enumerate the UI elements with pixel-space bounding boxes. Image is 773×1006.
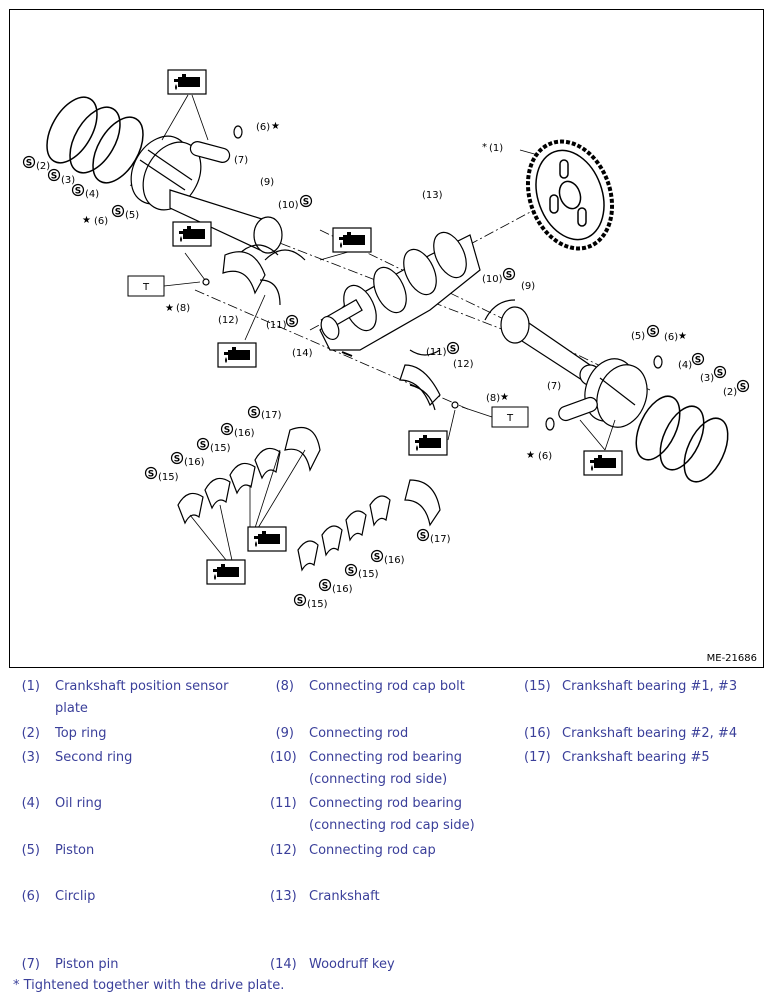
legend-text-16: Crankshaft bearing #2, #4: [562, 726, 738, 741]
legend-text-6: Circlip: [55, 889, 96, 904]
legend-num-6: (6): [21, 889, 40, 904]
piston-right: [545, 355, 663, 431]
callout-3-left: (3): [61, 175, 75, 186]
callout-16-d: (16): [332, 584, 353, 595]
star-8-left: ★: [165, 303, 174, 314]
callout-3-right: (3): [700, 373, 714, 384]
callout-10-right: (10): [482, 274, 503, 285]
legend-num-15: (15): [524, 679, 551, 694]
star-6-bottom: ★: [526, 450, 535, 461]
legend-num-5: (5): [21, 843, 40, 858]
crankshaft-bearings: [177, 426, 441, 572]
callout-11-right: (11): [426, 347, 447, 358]
legend-num-8: (8): [275, 679, 294, 694]
connecting-rod-right: [484, 299, 601, 386]
legend-text-15: Crankshaft bearing #1, #3: [562, 679, 738, 694]
legend-text-14: Woodruff key: [309, 957, 395, 972]
legend-text-13: Crankshaft: [309, 889, 380, 904]
star-8-right: ★: [500, 392, 509, 403]
legend-num-2: (2): [21, 726, 40, 741]
crankshaft-sensor-plate: [525, 139, 615, 251]
callout-7-left: (7): [234, 155, 248, 166]
callout-12-left: (12): [218, 315, 239, 326]
legend-num-4: (4): [21, 796, 40, 811]
legend-text-3: Second ring: [55, 750, 133, 765]
legend-text-12: Connecting rod cap: [309, 843, 436, 858]
legend-num-3: (3): [21, 750, 40, 765]
legend-text-10: Connecting rod bearing (connecting rod s…: [309, 750, 463, 787]
legend-text-9: Connecting rod: [309, 726, 409, 741]
callout-5-right: (5): [631, 331, 645, 342]
piston-rings-left: [46, 96, 144, 184]
callout-9-left: (9): [260, 177, 274, 188]
legend-text-1: Crankshaft position sensor plate: [55, 679, 229, 716]
callout-15-d: (15): [307, 599, 328, 610]
callout-7-right: (7): [547, 381, 561, 392]
callout-6-left: (6): [94, 216, 108, 227]
callout-17-left: (17): [261, 410, 282, 421]
callout-8-right: (8): [486, 393, 500, 404]
legend-text-11: Connecting rod bearing (connecting rod c…: [309, 796, 475, 833]
exploded-diagram: S: [9, 9, 764, 668]
callout-5-left: (5): [125, 210, 139, 221]
callout-15-b: (15): [158, 472, 179, 483]
asterisk-1: *: [482, 142, 487, 153]
legend-text-7: Piston pin: [55, 957, 119, 972]
legend-num-17: (17): [524, 750, 551, 765]
legend-num-11: (11): [270, 796, 297, 811]
legend-text-2: Top ring: [55, 726, 107, 741]
legend-num-1: (1): [21, 679, 40, 694]
legend-text-5: Piston: [55, 843, 95, 858]
figure-id: ME-21686: [706, 653, 757, 664]
legend-num-14: (14): [270, 957, 297, 972]
torque-box-right: T: [506, 413, 514, 424]
connecting-rod-cap-right: [399, 364, 459, 411]
star-6-right: ★: [678, 331, 687, 342]
legend-text-8: Connecting rod cap bolt: [309, 679, 465, 694]
legend-text-17: Crankshaft bearing #5: [562, 750, 710, 765]
legend-num-13: (13): [270, 889, 297, 904]
piston-pin-left: [189, 125, 243, 163]
callout-9-right: (9): [521, 281, 535, 292]
woodruff-key: [341, 351, 353, 357]
callout-14: (14): [292, 348, 313, 359]
legend-num-7: (7): [21, 957, 40, 972]
callout-15-a: (15): [210, 443, 231, 454]
callout-17-right: (17): [430, 534, 451, 545]
legend-num-10: (10): [270, 750, 297, 765]
callout-6-top: (6): [256, 122, 270, 133]
callout-2-right: (2): [723, 387, 737, 398]
callout-4-right: (4): [678, 360, 692, 371]
legend-num-9: (9): [275, 726, 294, 741]
callout-2-left: (2): [36, 161, 50, 172]
callout-4-left: (4): [85, 189, 99, 200]
footnote: * Tightened together with the drive plat…: [13, 978, 285, 993]
connecting-rod-left: [169, 189, 306, 261]
piston-rings-right: [635, 395, 729, 483]
callout-1: (1): [489, 143, 503, 154]
callout-12-right: (12): [453, 359, 474, 370]
legend-num-16: (16): [524, 726, 551, 741]
legend-num-12: (12): [270, 843, 297, 858]
diagram-drawing: S: [22, 69, 750, 610]
torque-box-left: T: [142, 282, 150, 293]
star-6-top: ★: [271, 121, 280, 132]
star-6-left: ★: [82, 215, 91, 226]
connecting-rod-cap-left: [202, 251, 281, 306]
callout-16-b: (16): [184, 457, 205, 468]
callout-10-left: (10): [278, 200, 299, 211]
callout-16-a: (16): [234, 428, 255, 439]
crankshaft: [319, 231, 481, 356]
callout-6-right: (6): [664, 332, 678, 343]
callout-13: (13): [422, 190, 443, 201]
legend-text-4: Oil ring: [55, 796, 103, 811]
callout-15-c: (15): [358, 569, 379, 580]
callout-6-bottom: (6): [538, 451, 552, 462]
callout-11-left: (11): [266, 320, 287, 331]
piston-left: [130, 135, 202, 211]
callout-8-left: (8): [176, 303, 190, 314]
callout-16-c: (16): [384, 555, 405, 566]
